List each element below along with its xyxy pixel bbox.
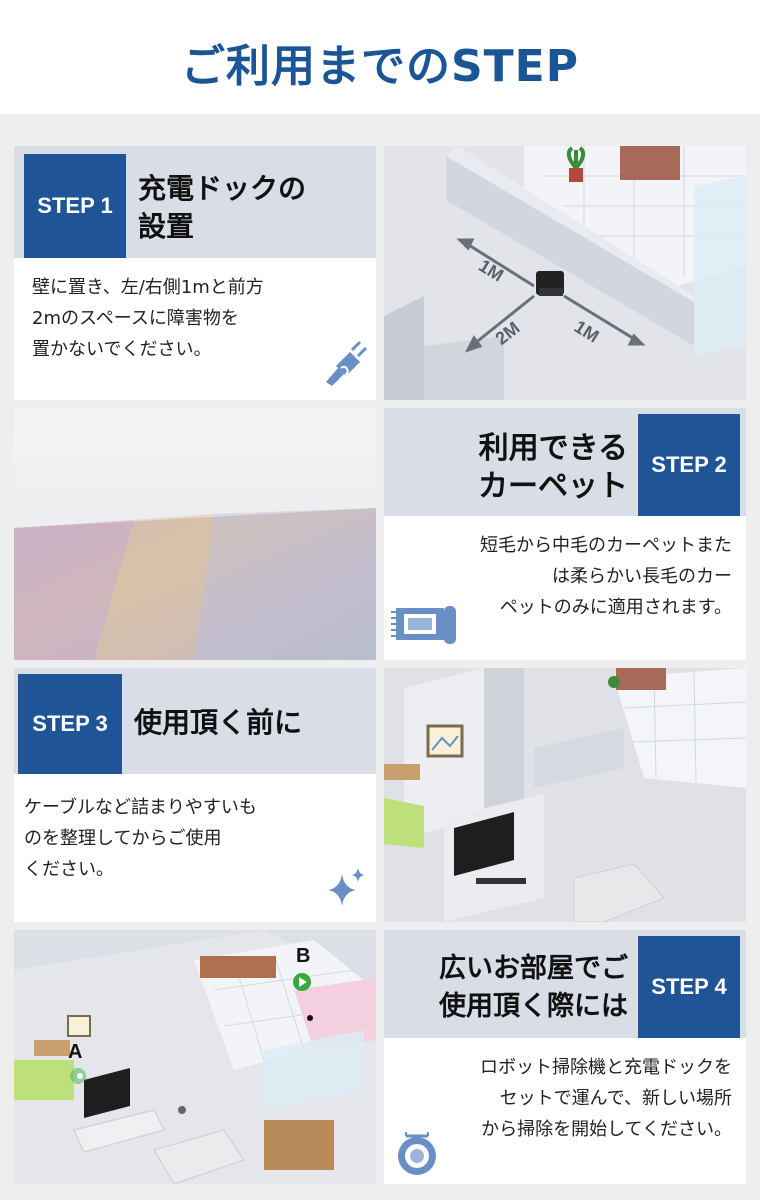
dock-placement-illustration: 1M 2M 1M: [384, 146, 746, 400]
step-1-desc-line-2: 2mのスペースに障害物を: [32, 308, 239, 329]
map-point-b-label: B: [296, 945, 310, 967]
page-title: ご利用までのSTEP: [180, 41, 579, 92]
step-2-badge: STEP 2: [638, 414, 740, 516]
step-2-title: 利用できる カーペット: [478, 430, 628, 506]
carpet-illustration: [14, 408, 376, 660]
plug-icon: [326, 340, 368, 386]
carpet-photo: [14, 408, 376, 660]
step-3-description: ケーブルなど詰まりやすいも のを整理してからご使用 ください。: [24, 792, 257, 885]
step-1-title-line-2: 設置: [138, 210, 195, 243]
step-2-desc-line-2: は柔らかい長毛のカー: [552, 566, 732, 587]
step-1-description: 壁に置き、左/右側1mと前方 2mのスペースに障害物を 置かないでください。: [32, 272, 264, 365]
step-4-title: 広いお部屋でご 使用頂く際には: [439, 950, 628, 1026]
floor-map-illustration: A B: [14, 930, 376, 1184]
step-2-desc-line-1: 短毛から中毛のカーペットまた: [480, 535, 732, 556]
map-point-a-label: A: [68, 1041, 82, 1063]
step-3-title: 使用頂く前に: [134, 704, 302, 742]
step-3-badge: STEP 3: [18, 674, 122, 774]
robot-vacuum-icon: [398, 1132, 436, 1175]
step-3-desc-line-1: ケーブルなど詰まりやすいも: [24, 797, 257, 818]
sparkle-icon: [328, 868, 364, 906]
room-illustration: [384, 668, 746, 922]
carpet-icon: [391, 606, 456, 644]
step-2-title-line-2: カーペット: [478, 469, 628, 504]
step-2-title-line-1: 利用できる: [478, 431, 628, 466]
step-2-description: 短毛から中毛のカーペットまた は柔らかい長毛のカー ペットのみに適用されます。: [480, 530, 732, 623]
step-4-card: STEP 4 広いお部屋でご 使用頂く際には ロボット掃除機と充電ドックを セッ…: [384, 930, 746, 1184]
step-4-title-line-2: 使用頂く際には: [439, 991, 628, 1022]
room-image: [384, 668, 746, 922]
step-4-title-line-1: 広いお部屋でご: [439, 953, 628, 984]
page-header: ご利用までのSTEP: [0, 0, 760, 114]
step-2-card: STEP 2 利用できる カーペット 短毛から中毛のカーペットまた は柔らかい長…: [384, 408, 746, 660]
step-1-desc-line-3: 置かないでください。: [32, 339, 212, 360]
step-2-desc-line-3: ペットのみに適用されます。: [499, 597, 732, 618]
step-1-desc-line-1: 壁に置き、左/右側1mと前方: [32, 277, 264, 298]
step-4-badge: STEP 4: [638, 936, 740, 1038]
step-3-desc-line-2: のを整理してからご使用: [24, 828, 222, 849]
step-1-card: STEP 1 充電ドックの 設置 壁に置き、左/右側1mと前方 2mのスペースに…: [14, 146, 376, 400]
step-4-desc-line-2: セットで運んで、新しい場所: [499, 1088, 732, 1109]
step-1-title: 充電ドックの 設置: [138, 170, 306, 246]
step-4-description: ロボット掃除機と充電ドックを セットで運んで、新しい場所 から掃除を開始してくだ…: [480, 1052, 732, 1145]
step-4-desc-line-3: から掃除を開始してください。: [481, 1119, 732, 1140]
floor-map-image: A B: [14, 930, 376, 1184]
step-3-desc-line-3: ください。: [24, 859, 114, 880]
step-1-title-line-1: 充電ドックの: [138, 172, 307, 205]
step-1-badge: STEP 1: [24, 154, 126, 258]
dock-placement-image: 1M 2M 1M: [384, 146, 746, 400]
step-3-card: STEP 3 使用頂く前に ケーブルなど詰まりやすいも のを整理してからご使用 …: [14, 668, 376, 922]
step-4-desc-line-1: ロボット掃除機と充電ドックを: [480, 1057, 732, 1078]
step-3-title-line-1: 使用頂く前に: [134, 706, 303, 739]
